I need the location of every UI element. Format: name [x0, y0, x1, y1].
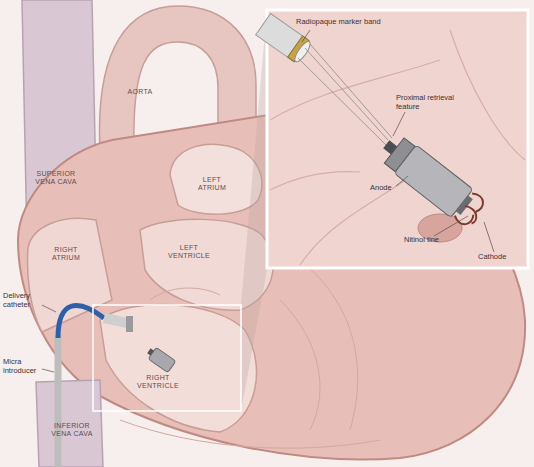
region-label: AORTA	[120, 88, 160, 96]
part-label: Anode	[370, 184, 404, 193]
region-label: INFERIOR VENA CAVA	[44, 422, 100, 438]
part-label: Nitinol tine	[404, 236, 454, 245]
region-label: SUPERIOR VENA CAVA	[30, 170, 82, 186]
region-label: LEFT ATRIUM	[190, 176, 234, 192]
part-label: Delivery catheter	[3, 292, 43, 309]
part-label: Radiopaque marker band	[296, 18, 406, 27]
part-label: Cathode	[478, 253, 518, 262]
part-label: Micra introducer	[3, 358, 43, 375]
region-label: RIGHT ATRIUM	[44, 246, 88, 262]
region-label: LEFT VENTRICLE	[160, 244, 218, 260]
region-label: RIGHT VENTRICLE	[128, 374, 188, 390]
part-label: Proximal retrieval feature	[396, 94, 458, 111]
